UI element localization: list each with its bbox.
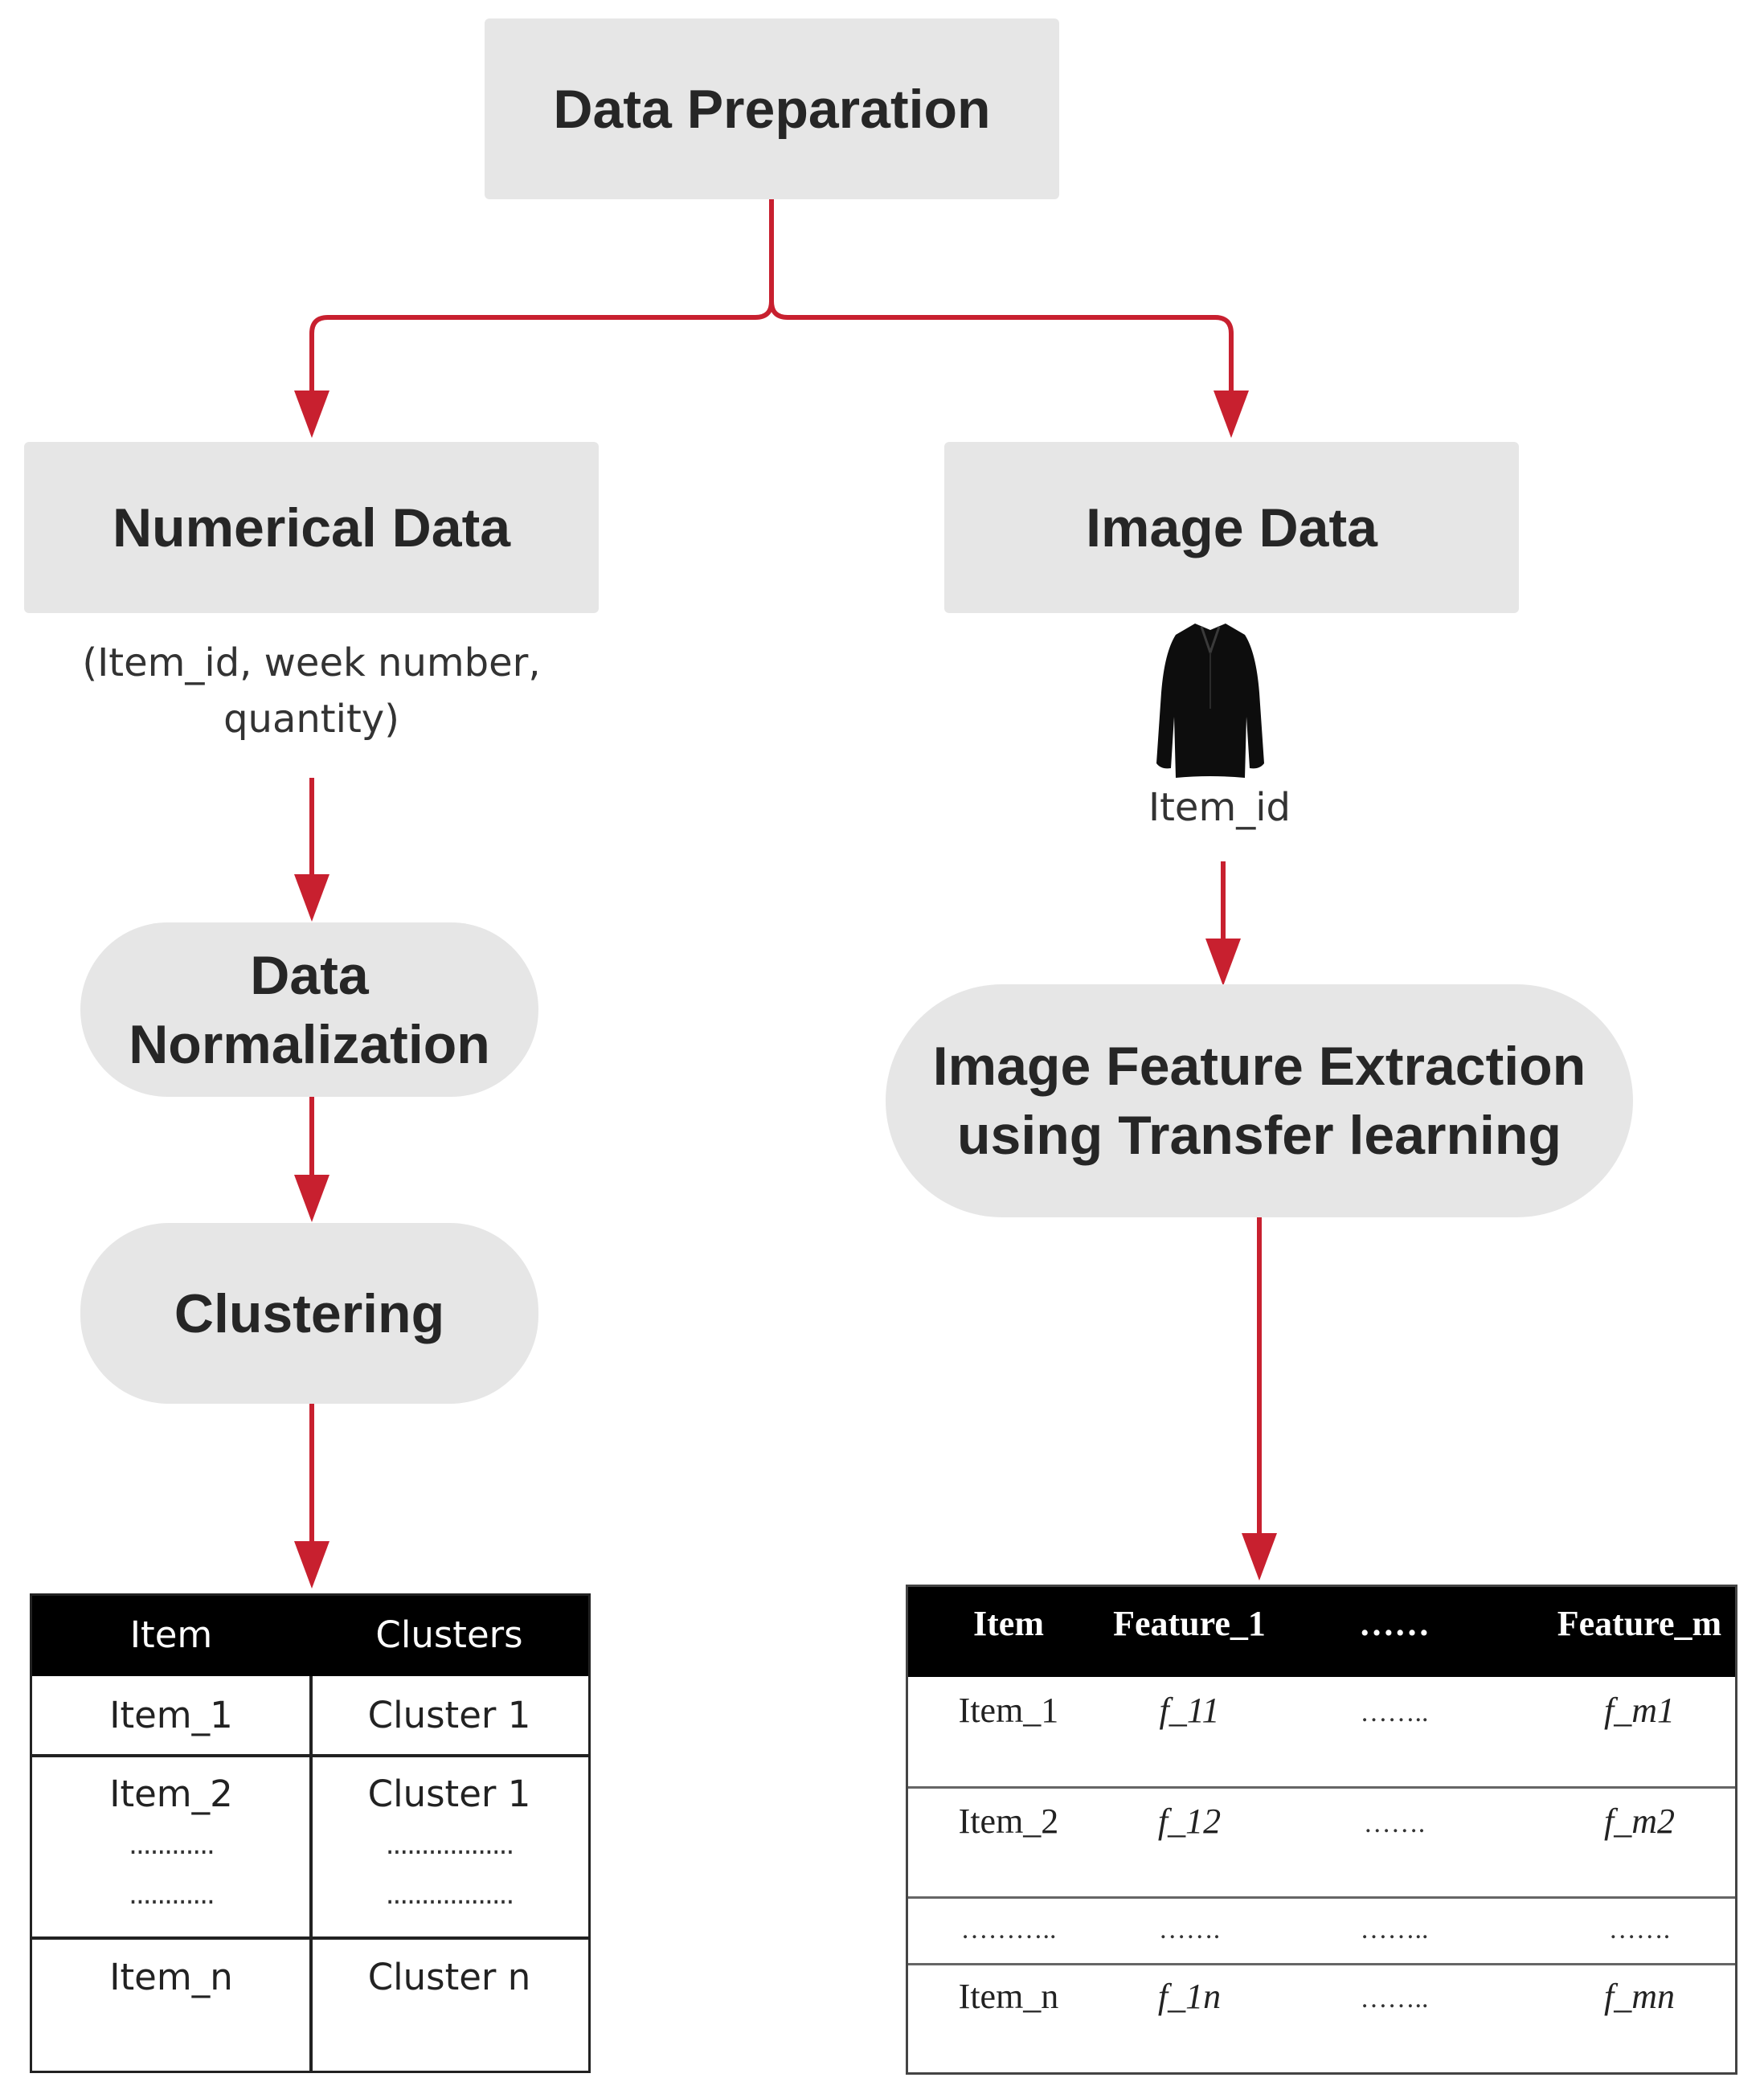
clustering-node: Clustering — [80, 1223, 538, 1404]
numerical-data-note: (Item_id, week number, quantity) — [82, 640, 541, 742]
cluster-table: Item Clusters Item_1 Cluster 1 Item_2 Cl… — [30, 1593, 591, 2073]
image-data-label: Image Data — [1086, 497, 1377, 558]
table-cell-feature: f_m2 — [1604, 1801, 1675, 1841]
shirt-icon — [1156, 624, 1264, 778]
data-preparation-label: Data Preparation — [553, 78, 991, 140]
table-cell-dots: ............ — [129, 1879, 215, 1911]
arrowhead-feature-table — [1242, 1533, 1277, 1581]
table-cell-dots: .................. — [385, 1879, 515, 1911]
feature-table-header-feature1: Feature_1 — [1113, 1604, 1266, 1643]
arrowhead-cluster-table — [294, 1541, 329, 1589]
cluster-table-divider — [309, 1676, 313, 2071]
feature-extraction-label: Image Feature Extraction using Transfer … — [932, 1036, 1586, 1166]
table-cell-feature: f_12 — [1157, 1801, 1222, 1841]
table-cell-item: Item_2 — [958, 1801, 1059, 1841]
table-cell-feature: f_mn — [1604, 1977, 1675, 2016]
arrowhead-extraction — [1205, 939, 1241, 986]
table-cell-cluster: Cluster 1 — [367, 1694, 531, 1736]
arrowhead-image — [1214, 391, 1249, 438]
table-cell-cluster: Cluster n — [367, 1956, 531, 1998]
table-cell-item: Item_2 — [109, 1773, 233, 1815]
feature-table-header-dots: …… — [1359, 1604, 1430, 1643]
table-cell-feature: f_m1 — [1604, 1691, 1675, 1730]
table-cell-dots: …….. — [1360, 1915, 1429, 1945]
feature-table-row-line — [908, 1786, 1735, 1789]
numerical-data-node: Numerical Data — [24, 442, 599, 613]
table-cell-item: Item_n — [109, 1956, 233, 1998]
feature-table-header-item: Item — [973, 1604, 1044, 1643]
cluster-table-header-item: Item — [129, 1613, 213, 1656]
table-cell-feature: f_11 — [1159, 1691, 1220, 1730]
table-cell-item: Item_1 — [109, 1694, 233, 1736]
cluster-table-header — [32, 1596, 588, 1676]
table-cell-feature: f_1n — [1157, 1977, 1222, 2016]
table-cell-dots: ............ — [129, 1829, 215, 1861]
arrowhead-numerical — [294, 391, 329, 438]
table-cell-dots: …….. — [1360, 1698, 1429, 1728]
table-cell-dots: ……….. — [960, 1915, 1057, 1945]
table-cell-dots: …….. — [1360, 1984, 1429, 2014]
feature-table-row-line — [908, 1963, 1735, 1965]
data-normalization-node: Data Normalization — [80, 922, 538, 1097]
image-caption: Item_id — [1148, 785, 1291, 830]
table-cell-dots: ……. — [1608, 1915, 1671, 1945]
cluster-table-header-clusters: Clusters — [375, 1613, 523, 1656]
arrowhead-normalization — [294, 874, 329, 922]
arrowhead-clustering — [294, 1175, 329, 1222]
image-data-node: Image Data — [944, 442, 1519, 613]
feature-table-header — [908, 1587, 1735, 1677]
feature-table-header-featurem: Feature_m — [1557, 1604, 1722, 1643]
arrow-prep-split — [309, 199, 774, 394]
table-cell-dots: .................. — [385, 1829, 515, 1861]
table-cell-dots: ……. — [1158, 1915, 1221, 1945]
numerical-data-label: Numerical Data — [112, 497, 511, 558]
cluster-table-row-line — [32, 1936, 588, 1940]
table-cell-item: Item_1 — [958, 1691, 1059, 1730]
arrow-prep-split-right — [769, 301, 1234, 394]
clustering-label: Clustering — [174, 1282, 445, 1344]
feature-extraction-node: Image Feature Extraction using Transfer … — [886, 984, 1633, 1217]
table-cell-item: Item_n — [958, 1977, 1059, 2016]
cluster-table-row-line — [32, 1754, 588, 1757]
data-normalization-label: Data Normalization — [129, 944, 490, 1075]
table-cell-dots: ……. — [1363, 1809, 1426, 1838]
feature-table-row-line — [908, 1896, 1735, 1899]
data-preparation-node: Data Preparation — [485, 18, 1059, 199]
table-cell-cluster: Cluster 1 — [367, 1773, 531, 1815]
feature-table: Item Feature_1 …… Feature_m Item_1 f_11 … — [906, 1585, 1737, 2075]
